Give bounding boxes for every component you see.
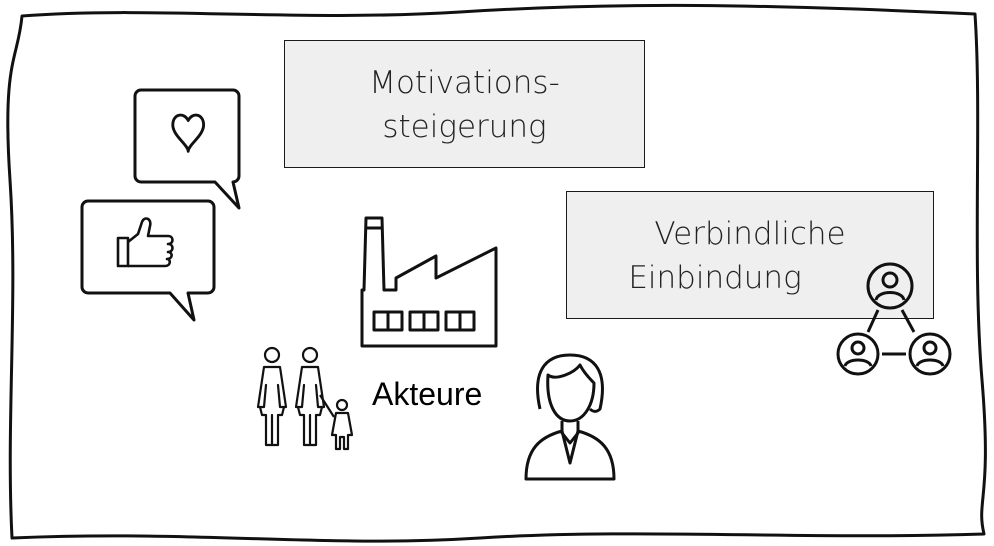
network-people-icon (836, 262, 952, 376)
actors-label: Akteure (372, 376, 483, 412)
woman-avatar-icon (524, 353, 616, 481)
motivation-line-1: Motivations- (369, 65, 560, 101)
motivation-line-2: steigerung (382, 109, 547, 145)
family-icon (256, 346, 354, 451)
factory-icon (360, 216, 498, 348)
thumbs-up-speech-bubble-icon (80, 199, 216, 322)
binding-line-1: Verbindliche (654, 216, 846, 252)
motivation-box: Motivations- steigerung (284, 40, 645, 168)
binding-line-2: Einbindung (628, 260, 802, 296)
heart-speech-bubble-icon (133, 88, 241, 210)
